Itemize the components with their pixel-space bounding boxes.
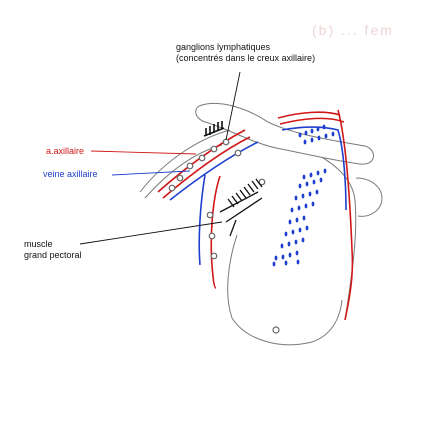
label-axillary-vein: veine axillaire — [43, 169, 98, 179]
lymph-droplet — [298, 132, 302, 138]
label-ganglions-line2: (concentrés dans le creux axillaire) — [176, 53, 316, 63]
lymph-droplet — [303, 139, 307, 145]
label-muscle-line2: grand pectoral — [24, 250, 82, 260]
lymph-droplet — [288, 219, 292, 225]
label-axillary-artery: a.axillaire — [46, 146, 85, 156]
lymph-droplet — [319, 177, 323, 183]
lymph-droplet — [315, 189, 319, 195]
lymph-node — [198, 154, 206, 162]
lymph-droplet — [280, 243, 284, 249]
lymph-droplet — [310, 137, 314, 143]
label-ganglions: ganglions lymphatiques (concentrés dans … — [176, 42, 315, 64]
lymph-droplet — [272, 261, 276, 267]
label-muscle-line1: muscle — [24, 239, 53, 249]
leader-muscle — [79, 221, 223, 245]
lymph-node — [210, 252, 218, 260]
lymph-droplet — [290, 207, 294, 213]
lymph-droplet — [291, 229, 295, 235]
lymph-droplet — [301, 237, 305, 243]
lymph-droplet — [316, 126, 320, 132]
lymph-droplet — [288, 252, 292, 258]
lymph-node — [176, 174, 184, 182]
lymph-node — [222, 138, 230, 146]
leader-lines — [79, 71, 241, 245]
lymph-droplet — [302, 215, 306, 221]
lymph-droplet — [295, 250, 299, 256]
lymph-droplet — [312, 179, 316, 185]
leader-artere — [90, 150, 197, 155]
lymphatic-dots — [272, 124, 335, 267]
lymph-droplet — [305, 225, 309, 231]
leader-ganglions — [225, 71, 241, 141]
lymph-droplet — [287, 241, 291, 247]
pectoral-comb — [203, 121, 225, 137]
pectoral-muscle — [219, 178, 263, 237]
torso-outline — [227, 144, 383, 346]
lymph-droplet — [274, 255, 278, 261]
lymph-droplet — [295, 217, 299, 223]
lymph-node — [208, 232, 216, 240]
lymph-node — [206, 211, 214, 219]
lymph-droplet — [284, 231, 288, 237]
lymph-droplet — [311, 201, 315, 207]
lymph-droplet — [294, 239, 298, 245]
lymph-droplet — [302, 174, 306, 180]
lymph-node — [168, 184, 176, 192]
leader-veine — [111, 170, 191, 176]
clavicle — [195, 102, 374, 165]
lymph-nodes — [168, 138, 280, 334]
lymph-droplet — [304, 203, 308, 209]
lymph-droplet — [305, 181, 309, 187]
lymph-node — [258, 178, 266, 186]
lymph-droplet — [281, 254, 285, 260]
lymph-node — [186, 162, 194, 170]
lymph-droplet — [298, 227, 302, 233]
lymph-node — [210, 145, 218, 153]
lymph-droplet — [316, 170, 320, 176]
axillary-vein — [169, 126, 347, 266]
lymph-droplet — [331, 131, 335, 137]
lymph-node — [234, 149, 242, 157]
lymph-droplet — [308, 191, 312, 197]
axillary-artery — [157, 109, 354, 321]
lymph-droplet — [301, 193, 305, 199]
faint-header-text: (b) ... fem — [312, 22, 394, 38]
lymph-droplet — [296, 259, 300, 265]
lymph-droplet — [324, 133, 328, 139]
lymph-droplet — [304, 130, 308, 136]
lymph-droplet — [284, 260, 288, 266]
lymph-droplet — [298, 183, 302, 189]
lymph-droplet — [323, 168, 327, 174]
lymph-droplet — [310, 128, 314, 134]
lymph-droplet — [297, 205, 301, 211]
lymph-droplet — [309, 172, 313, 178]
lymph-droplet — [294, 195, 298, 201]
lymph-droplet — [322, 124, 326, 130]
label-ganglions-line1: ganglions lymphatiques — [176, 42, 271, 52]
lymph-node — [272, 326, 280, 334]
label-pectoral-muscle: muscle grand pectoral — [24, 239, 82, 261]
lymph-droplet — [317, 135, 321, 141]
